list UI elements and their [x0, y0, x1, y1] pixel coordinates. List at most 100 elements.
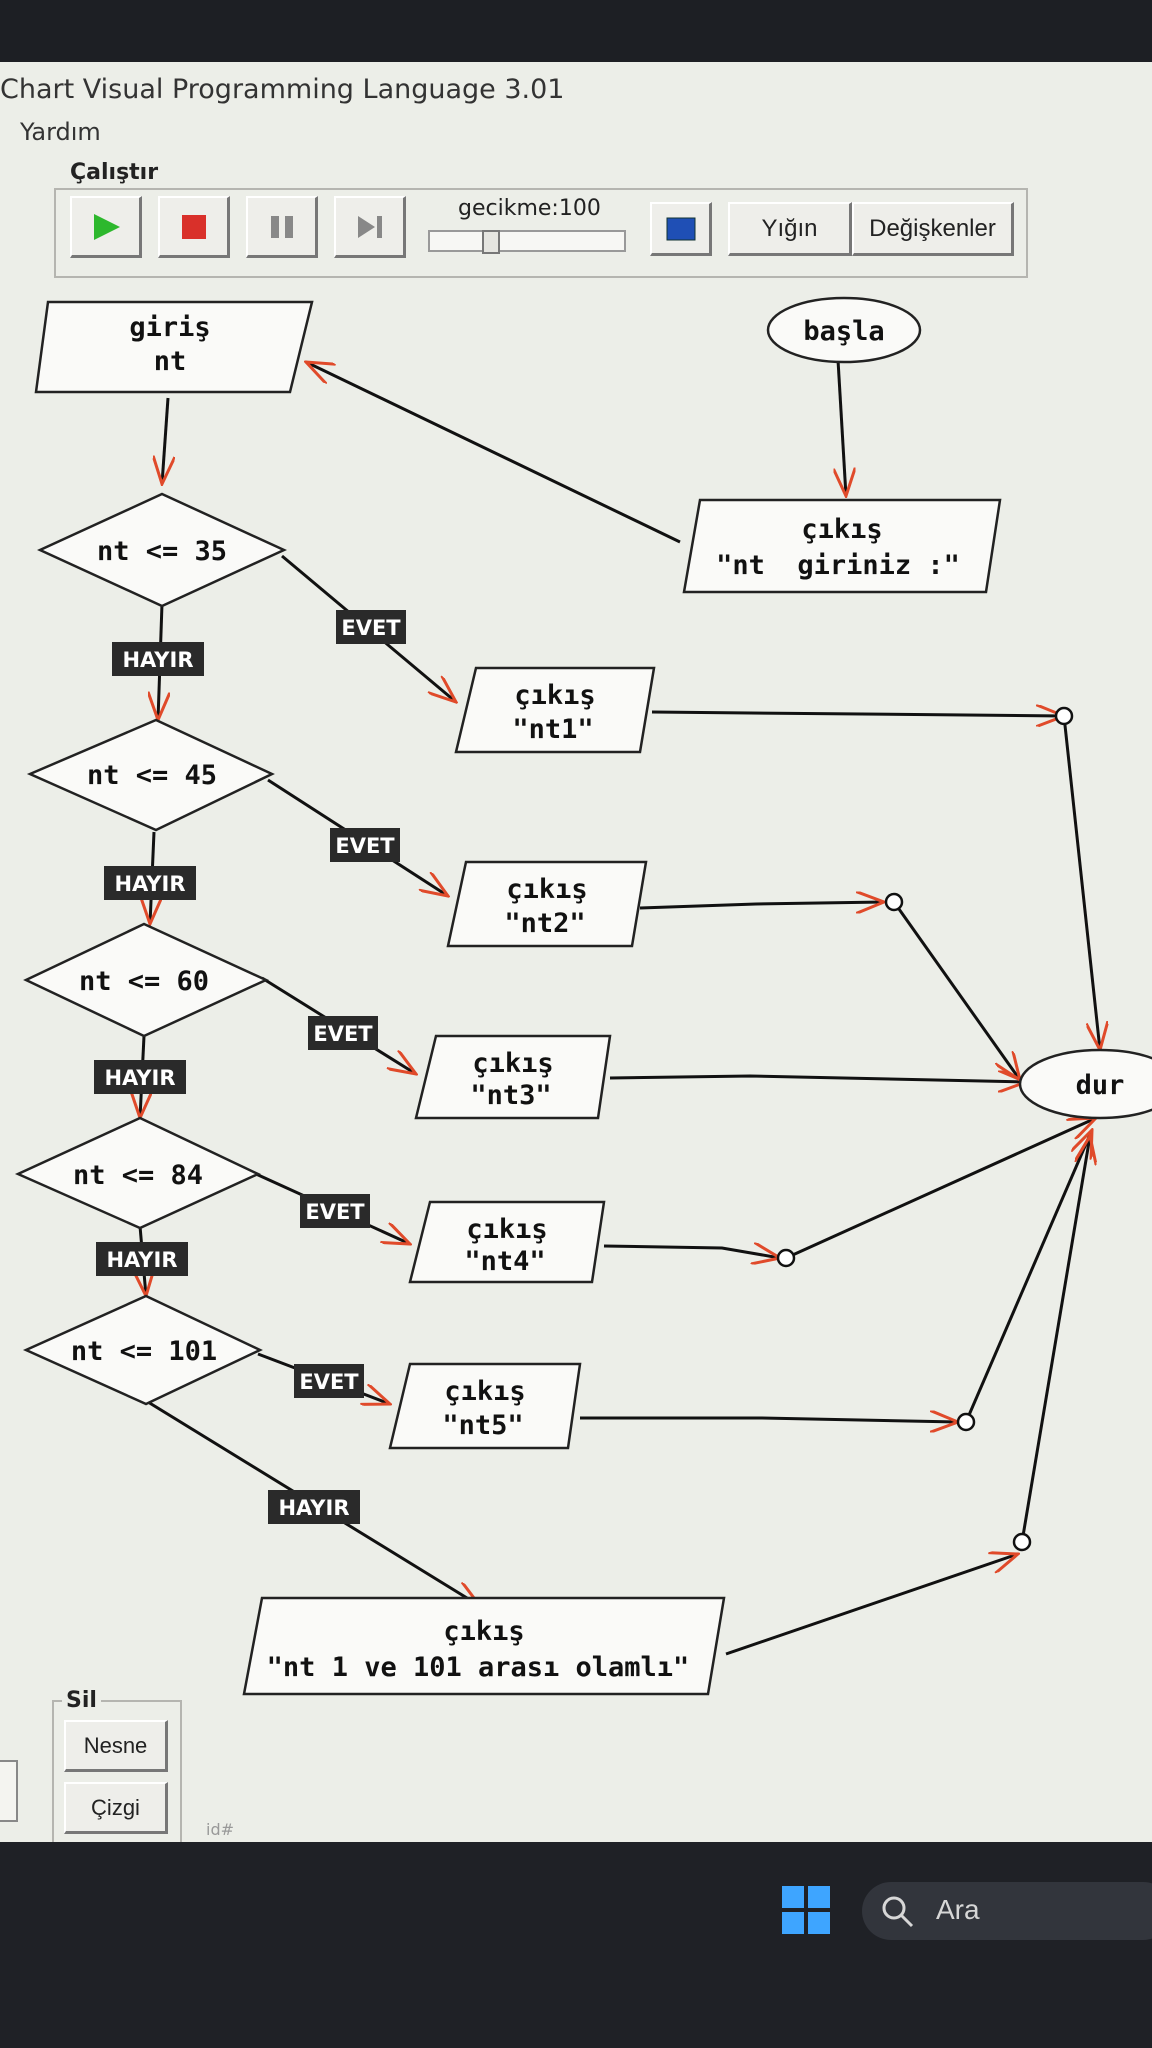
window-title: Chart Visual Programming Language 3.01 — [0, 74, 565, 105]
node-texts: başla dur giriş nt çıkış "nt giriniz :" … — [71, 312, 1125, 1683]
error-output-value: "nt 1 ve 101 arası olamlı" — [267, 1652, 690, 1683]
run-group-frame — [54, 188, 1028, 278]
connector-output2-junction[interactable] — [639, 902, 884, 908]
error-output-label: çıkış — [443, 1616, 524, 1647]
decision-node-1[interactable] — [37, 492, 287, 608]
prompt-output-label: çıkış — [801, 514, 882, 545]
decision-node-3[interactable] — [23, 922, 269, 1038]
output-1-value: "nt1" — [512, 714, 593, 745]
output-5-value: "nt5" — [442, 1410, 523, 1441]
color-swatch-icon — [666, 217, 695, 240]
windows-start-icon[interactable] — [782, 1886, 830, 1934]
output-3-label: çıkış — [472, 1048, 553, 1079]
connector-output3-end[interactable] — [609, 1076, 1026, 1082]
connector-prompt-input[interactable] — [306, 362, 681, 544]
decision-1-condition: nt <= 35 — [97, 536, 227, 567]
stop-icon — [181, 214, 206, 239]
end-node-label: dur — [1076, 1070, 1125, 1101]
left-panel-button[interactable] — [0, 1760, 18, 1822]
no-label-5: HAYIR — [278, 1496, 349, 1520]
decision-3-condition: nt <= 60 — [79, 966, 209, 997]
junction-1[interactable] — [1054, 706, 1074, 726]
taskbar — [0, 1842, 1152, 2048]
pause-icon — [270, 215, 293, 238]
output-node-3[interactable] — [414, 1034, 612, 1120]
yes-label-2: EVET — [335, 834, 395, 858]
decision-node-4[interactable] — [14, 1116, 261, 1230]
connector-junction2-end[interactable] — [892, 901, 1020, 1080]
yes-no-labels: EVET HAYIR EVET HAYIR EVET HAYIR EVET HA… — [94, 610, 406, 1524]
stop-button[interactable] — [158, 196, 230, 258]
delay-label: gecikme:100 — [458, 196, 601, 221]
connector-output5-junction[interactable] — [580, 1418, 958, 1422]
output-node-4[interactable] — [408, 1200, 606, 1284]
play-icon — [93, 213, 120, 240]
prompt-output-value: "nt giriniz :" — [716, 550, 960, 581]
output-3-value: "nt3" — [470, 1080, 551, 1111]
no-label-4: HAYIR — [106, 1248, 177, 1272]
no-label-3: HAYIR — [104, 1066, 175, 1090]
output-node-2[interactable] — [446, 860, 648, 948]
connector-junction6-end[interactable] — [1020, 1136, 1090, 1543]
delay-slider-thumb[interactable] — [482, 230, 500, 254]
connector-junction1-end[interactable] — [1062, 715, 1100, 1050]
output-4-value: "nt4" — [464, 1246, 545, 1277]
end-node[interactable] — [1018, 1048, 1152, 1120]
output-node-1[interactable] — [454, 666, 656, 754]
delete-group-label: Sil — [62, 1688, 101, 1713]
app-window: Chart Visual Programming Language 3.01 Y… — [0, 62, 1152, 1842]
connector-start-prompt[interactable] — [838, 359, 846, 496]
search-label: Ara — [936, 1894, 980, 1925]
junction-6[interactable] — [1012, 1532, 1032, 1552]
output-1-label: çıkış — [514, 680, 595, 711]
no-label-1: HAYIR — [122, 648, 193, 672]
error-output-node[interactable] — [242, 1596, 726, 1696]
yes-label-5: EVET — [299, 1370, 359, 1394]
flowchart-canvas: EVET HAYIR EVET HAYIR EVET HAYIR EVET HA… — [14, 296, 1152, 1696]
output-node-5[interactable] — [388, 1362, 582, 1450]
output-2-label: çıkış — [506, 874, 587, 905]
no-label-2: HAYIR — [114, 872, 185, 896]
pause-button[interactable] — [246, 196, 318, 258]
search-icon — [882, 1896, 914, 1928]
start-node[interactable] — [766, 296, 922, 364]
run-group-label: Çalıştır — [66, 160, 163, 185]
output-2-value: "nt2" — [504, 908, 585, 939]
connector-error-junction[interactable] — [725, 1554, 1018, 1656]
connector-input-decision1[interactable] — [162, 397, 168, 484]
yes-label-1: EVET — [341, 616, 401, 640]
decision-2-condition: nt <= 45 — [87, 760, 217, 791]
color-button[interactable] — [650, 202, 712, 256]
delete-line-button[interactable]: Çizgi — [64, 1782, 168, 1834]
yes-label-4: EVET — [305, 1200, 365, 1224]
delay-slider[interactable] — [428, 230, 626, 254]
decision-node-5[interactable] — [22, 1294, 263, 1406]
stack-button[interactable]: Yığın — [728, 202, 852, 256]
step-button[interactable] — [334, 196, 406, 258]
delete-object-button[interactable]: Nesne — [64, 1720, 168, 1772]
decision-4-condition: nt <= 84 — [73, 1160, 203, 1191]
run-button[interactable] — [70, 196, 142, 258]
delete-group-frame — [52, 1700, 182, 1842]
input-node-variable: nt — [154, 346, 187, 377]
connector-junction5-end[interactable] — [964, 1130, 1092, 1423]
start-node-label: başla — [803, 316, 884, 347]
prompt-output-node[interactable] — [682, 498, 1002, 594]
junction-5[interactable] — [956, 1412, 976, 1432]
junction-4[interactable] — [776, 1248, 796, 1268]
connector-junction4-end[interactable] — [785, 1118, 1096, 1260]
junction-2[interactable] — [884, 892, 904, 912]
taskbar-search[interactable]: Ara — [862, 1882, 1152, 1940]
connector-output1-junction[interactable] — [651, 712, 1064, 716]
id-label: id# — [206, 1820, 235, 1839]
connector-output4-junction[interactable] — [603, 1246, 780, 1258]
yes-label-3: EVET — [313, 1022, 373, 1046]
decision-5-condition: nt <= 101 — [71, 1336, 217, 1367]
menu-item-help[interactable]: Yardım — [20, 118, 101, 146]
output-5-label: çıkış — [444, 1376, 525, 1407]
decision-node-2[interactable] — [26, 718, 275, 832]
input-node-label: giriş — [129, 312, 210, 343]
input-node[interactable] — [34, 300, 314, 394]
variables-button[interactable]: Değişkenler — [852, 202, 1014, 256]
output-4-label: çıkış — [466, 1214, 547, 1245]
